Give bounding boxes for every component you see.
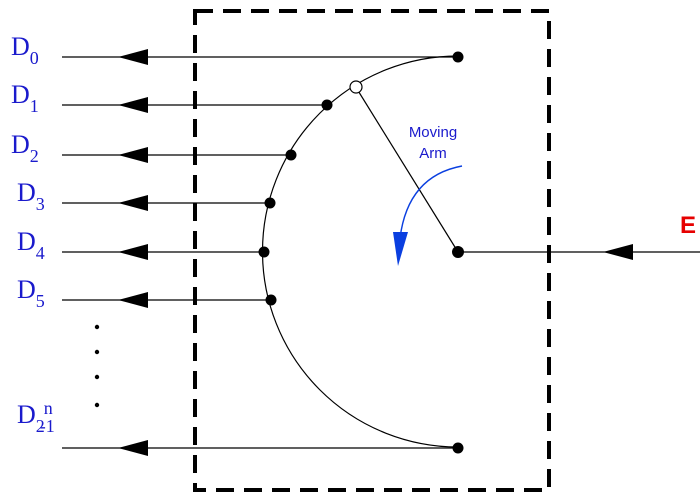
contact-dot-d1 [321,99,333,111]
ellipsis-dot [94,402,100,408]
moving-arm-label-line2: Arm [419,145,447,162]
arrowhead-dn [118,440,148,456]
arrowhead-d3 [118,195,148,211]
contact-dot-d3 [264,197,276,209]
moving-arm-tip [349,80,363,94]
arrowhead-d2 [118,147,148,163]
arrowhead-d1 [118,97,148,113]
output-label-d2: D2 [11,130,39,166]
dashed-enclosure [193,9,551,492]
output-label-d5: D5 [17,275,45,311]
contact-dot-d2 [285,149,297,161]
rotation-arrowhead [393,232,408,266]
ellipsis-dot [94,324,100,330]
contact-dot-d0 [452,51,464,63]
contact-dot-dn [452,442,464,454]
arrowhead-d0 [118,49,148,65]
contact-dots [258,51,464,454]
output-label-d1: D1 [11,80,39,116]
output-arrowheads [118,49,148,456]
contact-dot-d5 [265,294,277,306]
output-label-d3: D3 [17,178,45,214]
ellipsis-dot [94,349,100,355]
arrowhead-d5 [118,292,148,308]
contact-dot-d4 [258,246,270,258]
continuation-ellipsis [94,324,100,408]
arrowhead-d4 [118,244,148,260]
output-labels: D0 D1 D2 D3 D4 D5 D2n-1 [11,32,55,436]
output-label-d0: D0 [11,32,39,68]
contact-arc [261,55,459,448]
moving-arm [356,88,459,253]
input-arrowhead [603,244,633,260]
input-label: E [680,212,696,239]
moving-arm-label-line1: Moving [409,124,457,141]
output-label-d4: D4 [17,227,45,263]
output-label-dn: D2n-1 [17,398,55,436]
ellipsis-dot [94,374,100,380]
rotation-arrow [399,165,463,239]
